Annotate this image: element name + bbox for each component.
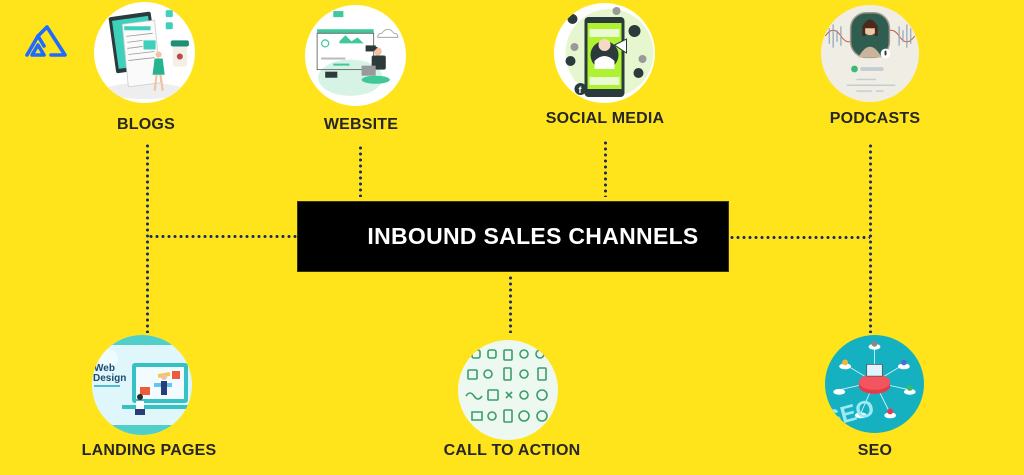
central-title-box: INBOUND SALES CHANNELS: [297, 201, 729, 272]
blog-illustration-icon: [104, 10, 189, 99]
connector-website: [359, 145, 362, 197]
connector-podcasts: [869, 143, 872, 333]
svg-text:SEO: SEO: [825, 394, 877, 432]
website-illustration-icon: [316, 11, 399, 96]
connector-left-horizontal: [148, 235, 297, 238]
social-media-image: f: [554, 3, 655, 103]
connector-blogs: [146, 143, 149, 333]
seo-image: SEO: [825, 335, 924, 433]
landing-page-illustration-icon: Web Design: [92, 335, 192, 435]
svg-text:Web: Web: [94, 363, 115, 374]
call-to-action-illustration-icon: [465, 349, 548, 423]
social-media-illustration-icon: f: [565, 7, 654, 97]
label-podcasts: PODCASTS: [829, 110, 921, 127]
podcasts-image: [821, 5, 919, 102]
blogs-image: [94, 2, 195, 103]
connector-right-horizontal: [729, 236, 870, 239]
call-to-action-image: [458, 340, 558, 440]
label-website: WEBSITE: [323, 116, 399, 133]
svg-text:f: f: [579, 85, 583, 95]
connector-call-to-action: [509, 275, 512, 333]
label-call-to-action: CALL TO ACTION: [443, 442, 581, 459]
label-seo: SEO: [857, 442, 893, 459]
podcast-illustration-icon: [824, 12, 916, 92]
website-image: [305, 5, 406, 106]
svg-text:Design: Design: [93, 373, 126, 384]
landing-pages-image: Web Design: [92, 335, 192, 435]
central-title: INBOUND SALES CHANNELS: [367, 223, 699, 249]
label-landing-pages: LANDING PAGES: [81, 442, 217, 459]
connector-social-media: [604, 140, 607, 197]
seo-illustration-icon: SEO: [825, 340, 916, 432]
label-blogs: BLOGS: [117, 116, 175, 133]
brand-logo-icon: [24, 24, 68, 58]
label-social-media: SOCIAL MEDIA: [545, 110, 665, 127]
